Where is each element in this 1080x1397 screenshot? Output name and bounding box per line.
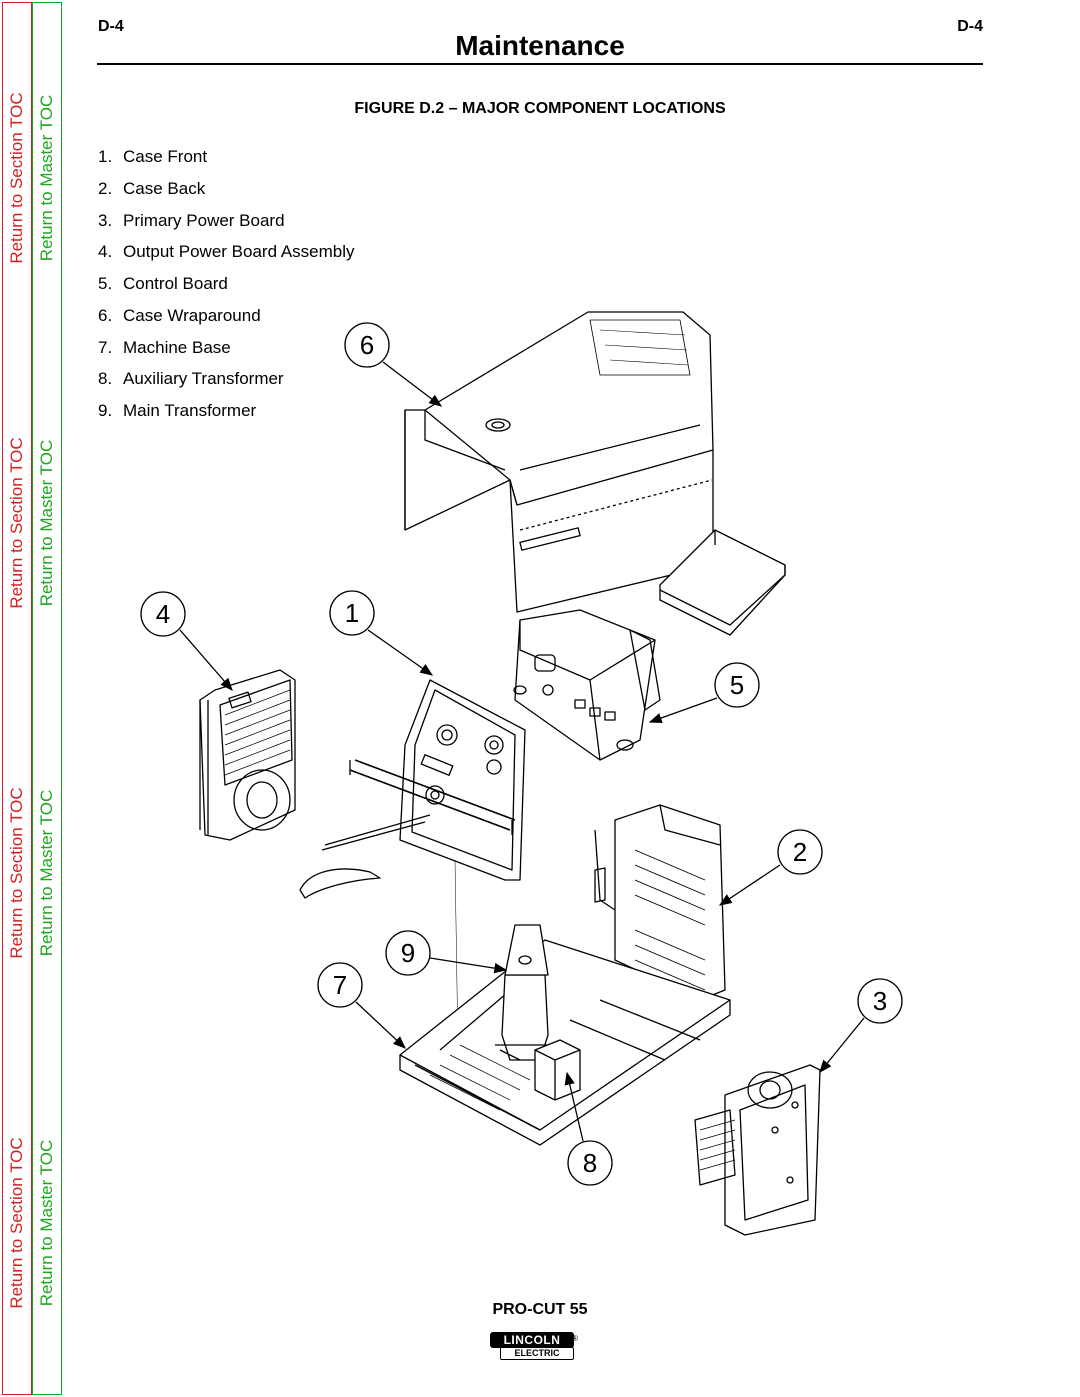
- title-rule: [97, 63, 983, 65]
- svg-text:9: 9: [401, 938, 415, 968]
- case-wraparound-drawing: [404, 311, 714, 613]
- svg-text:4: 4: [156, 599, 170, 629]
- callout-7: 7: [317, 962, 406, 1049]
- master-toc-strip: Return to Master TOC Return to Master TO…: [32, 2, 62, 1395]
- callout-8: 8: [564, 1071, 613, 1186]
- output-power-board-drawing: [199, 669, 296, 841]
- callout-2: 2: [718, 829, 823, 906]
- svg-text:1: 1: [345, 598, 359, 628]
- legend-item: 4.Output Power Board Assembly: [98, 242, 355, 262]
- callout-4: 4: [140, 591, 233, 691]
- callout-3: 3: [819, 978, 903, 1074]
- legend-item: 2.Case Back: [98, 178, 206, 198]
- section-toc-strip: Return to Section TOC Return to Section …: [2, 2, 32, 1395]
- page-number-left: D-4: [98, 18, 124, 35]
- machine-base-drawing: [399, 939, 731, 1146]
- component-legend: 1.Case Front 2.Case Back 3.Primary Power…: [98, 147, 355, 433]
- legend-item: 5.Control Board: [98, 274, 228, 293]
- model-name: PRO-CUT 55: [492, 1301, 588, 1318]
- lincoln-electric-logo: LINCOLN ELECTRIC ®: [490, 1332, 578, 1362]
- control-board-drawing: [513, 609, 661, 761]
- primary-power-board-drawing: [694, 1064, 821, 1236]
- auxiliary-transformer-drawing: [534, 1039, 581, 1101]
- callout-6: 6: [344, 322, 443, 407]
- callout-9: 9: [385, 930, 508, 976]
- legend-item: 3.Primary Power Board: [98, 210, 285, 230]
- side-tray-drawing: [659, 529, 786, 636]
- svg-text:6: 6: [360, 330, 374, 360]
- svg-text:5: 5: [730, 670, 744, 700]
- case-back-drawing: [594, 804, 726, 1001]
- legend-item: 7.Machine Base: [98, 337, 231, 357]
- legend-item: 1.Case Front: [98, 147, 208, 166]
- callout-5: 5: [648, 662, 760, 723]
- main-transformer-drawing: [495, 924, 555, 1061]
- legend-item: 8.Auxiliary Transformer: [98, 369, 284, 389]
- page-title: Maintenance: [455, 30, 625, 61]
- figure-caption: FIGURE D.2 – MAJOR COMPONENT LOCATIONS: [354, 100, 726, 117]
- svg-text:8: 8: [583, 1148, 597, 1178]
- svg-text:7: 7: [333, 970, 347, 1000]
- case-front-drawing: [299, 679, 526, 1051]
- svg-text:2: 2: [793, 837, 807, 867]
- callout-1: 1: [329, 590, 434, 676]
- legend-item: 6.Case Wraparound: [98, 305, 261, 325]
- svg-text:3: 3: [873, 986, 887, 1016]
- legend-item: 9.Main Transformer: [98, 401, 257, 420]
- page-number-right: D-4: [957, 18, 983, 35]
